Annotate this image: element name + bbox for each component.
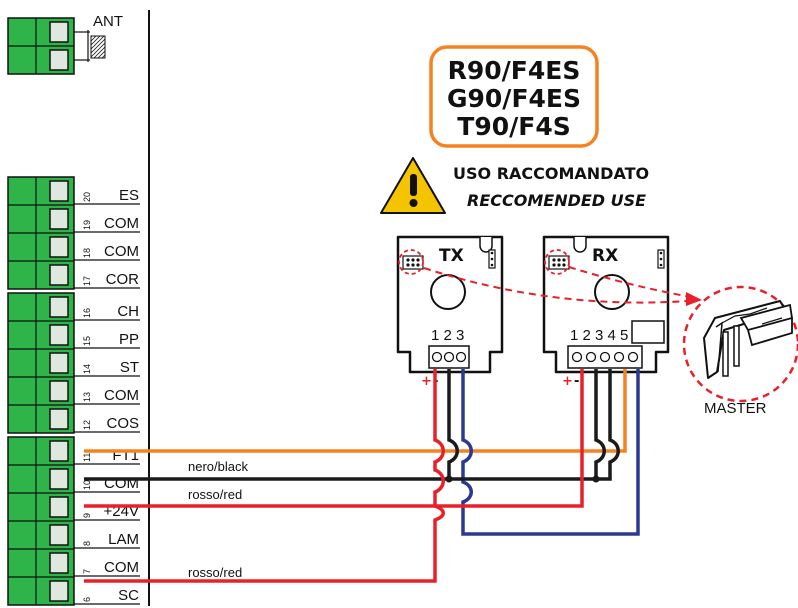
rx-label: RX: [592, 246, 618, 266]
terminal-number: 18: [82, 248, 92, 258]
terminal-number: 16: [82, 308, 92, 318]
tx-module: [396, 235, 504, 374]
terminal-screw: [49, 264, 69, 286]
model-1: R90/F4ES: [448, 56, 581, 85]
wire-black: [84, 369, 620, 481]
wire-label-red-sc: rosso/red: [188, 565, 242, 580]
terminal-screw: [49, 580, 69, 602]
tx-plus: +: [421, 374, 432, 389]
terminal-screw: [49, 496, 69, 518]
wire-red: [84, 369, 584, 583]
model-3: T90/F4S: [457, 112, 570, 141]
terminal-label: CH: [117, 303, 139, 320]
warning-title: USO RACCOMANDATO: [453, 164, 649, 183]
master-label: MASTER: [704, 400, 767, 417]
rx-minus: -: [574, 374, 579, 389]
terminal-label: COM: [104, 243, 139, 260]
terminal-labels: ES20COM19COM18COR17CH16PP15ST14COM13COS1…: [74, 187, 140, 605]
master-jumper-detail: [682, 285, 798, 403]
terminal-block-group: [7, 292, 75, 434]
terminal-screw: [49, 180, 69, 202]
terminal-number: 12: [82, 420, 92, 430]
tx-label: TX: [439, 246, 464, 266]
wire-label-black: nero/black: [188, 459, 248, 474]
terminal-number: 6: [82, 597, 92, 602]
wire-junctions: [445, 475, 600, 483]
warning-icon: [380, 157, 446, 214]
terminal-label: COM: [104, 387, 139, 404]
terminal-blocks: [7, 176, 75, 606]
terminal-label: ST: [120, 359, 139, 376]
rx-pin-numbers: 1 2 3 4 5: [570, 327, 628, 344]
terminal-label: COM: [104, 215, 139, 232]
terminal-label: ES: [119, 187, 139, 204]
terminal-label: PP: [119, 331, 139, 348]
terminal-screw: [49, 440, 69, 462]
terminal-number: 8: [82, 541, 92, 546]
terminal-screw: [49, 468, 69, 490]
arrow-head: [686, 292, 702, 306]
antenna-terminal-block: [7, 17, 75, 75]
terminal-label: COS: [106, 415, 139, 432]
rx-module: [542, 235, 670, 374]
terminal-number: 20: [82, 192, 92, 202]
terminal-screw: [49, 208, 69, 230]
terminal-number: 15: [82, 336, 92, 346]
terminal-number: 13: [82, 392, 92, 402]
rx-plus: +: [562, 374, 573, 389]
terminal-screw: [49, 552, 69, 574]
terminal-screw: [49, 352, 69, 374]
model-box: [429, 45, 599, 148]
terminal-label: LAM: [108, 531, 139, 548]
terminal-screw: [49, 380, 69, 402]
terminal-screw: [49, 236, 69, 258]
terminal-screw: [49, 296, 69, 318]
model-2: G90/F4ES: [447, 84, 581, 113]
terminal-number: 17: [82, 276, 92, 286]
terminal-number: 19: [82, 220, 92, 230]
terminal-number: 9: [82, 513, 92, 518]
warning-subtitle: RECCOMENDED USE: [467, 191, 646, 210]
terminal-number: 11: [82, 453, 92, 462]
terminal-label: COR: [106, 271, 140, 288]
terminal-number: 7: [82, 569, 92, 574]
antenna-symbol: [74, 30, 106, 62]
terminal-label: COM: [104, 559, 139, 576]
terminal-label: SC: [118, 587, 139, 604]
terminal-screw: [49, 408, 69, 430]
master-jumper-arrows: [423, 266, 701, 304]
wire-blue: [461, 369, 640, 536]
antenna-label: ANT: [93, 13, 123, 30]
tx-pin-numbers: 1 2 3: [431, 327, 464, 344]
terminal-screw: [49, 524, 69, 546]
terminal-block-group: [7, 436, 75, 606]
terminal-screw: [49, 324, 69, 346]
terminal-number: 14: [82, 364, 92, 374]
wire-orange: [84, 369, 627, 453]
wire-label-red-24v: rosso/red: [188, 487, 242, 502]
terminal-number: 10: [82, 480, 92, 490]
terminal-block-group: [7, 176, 75, 290]
